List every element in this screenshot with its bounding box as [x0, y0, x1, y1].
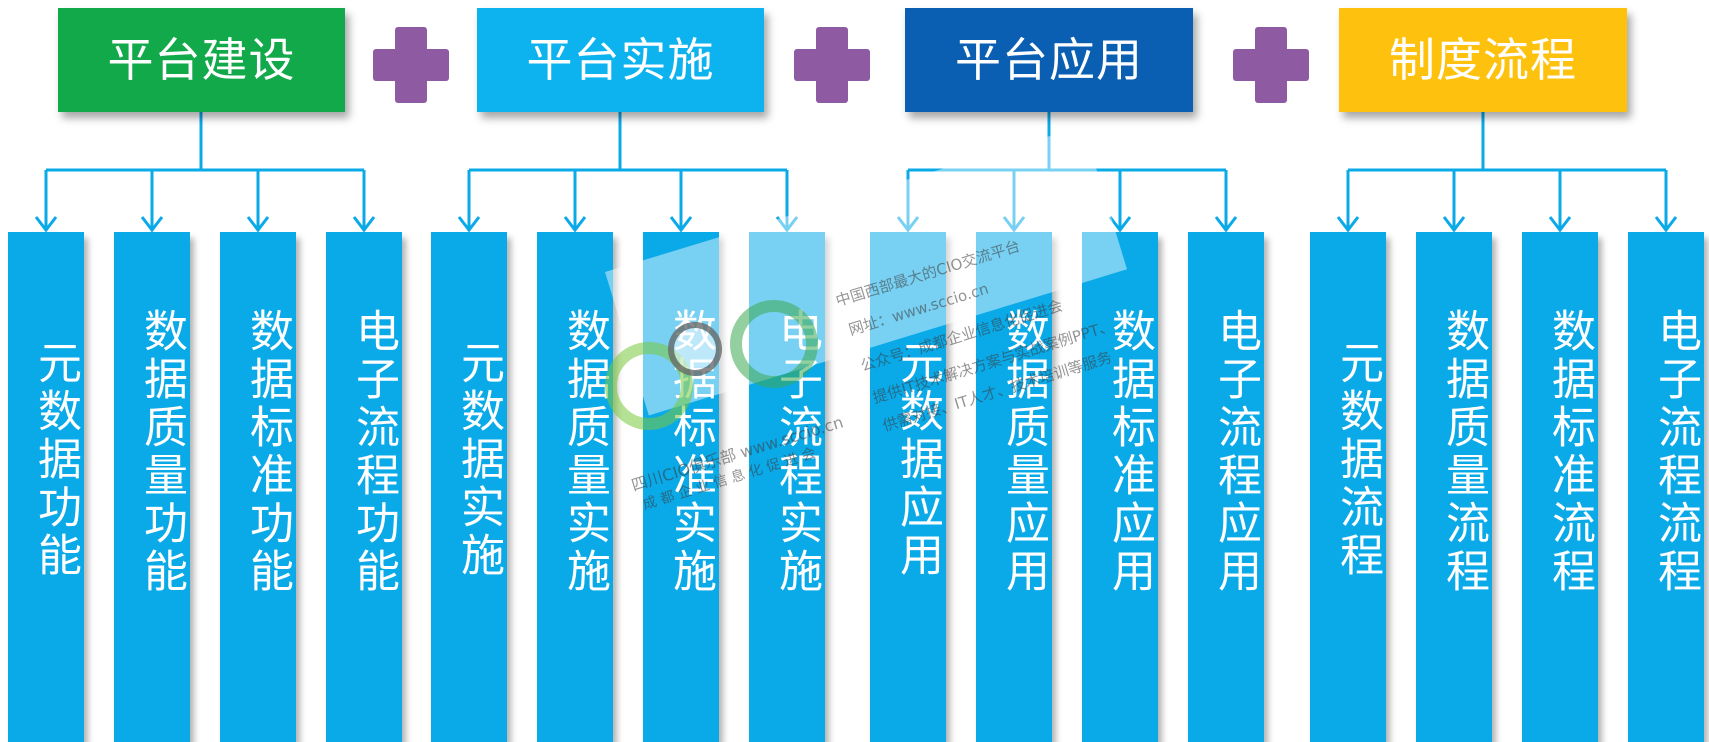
item-data-standard-process: 数据标准流程 [1522, 232, 1598, 742]
item-label: 数据标准功能 [242, 308, 293, 596]
item-label: 数据标准流程 [1544, 308, 1595, 596]
item-data-quality-implement: 数据质量实施 [537, 232, 613, 742]
item-metadata-implement: 元数据实施 [431, 232, 507, 742]
item-label: 元数据功能 [30, 340, 81, 580]
arrow-down-icon [1442, 216, 1466, 233]
arrow-down-icon [1002, 216, 1026, 233]
item-label: 数据质量流程 [1438, 308, 1489, 596]
item-label: 元数据应用 [892, 340, 943, 580]
item-e-process-process: 电子流程流程 [1628, 232, 1704, 742]
arrow-down-icon [457, 216, 481, 233]
item-metadata-function: 元数据功能 [8, 232, 84, 742]
item-label: 数据质量应用 [998, 308, 1049, 596]
item-label: 电子流程应用 [1210, 308, 1261, 596]
arrow-down-icon [896, 216, 920, 233]
watermark-panda-icon [668, 322, 722, 376]
arrow-down-icon [246, 216, 270, 233]
arrow-down-icon [669, 216, 693, 233]
arrow-down-icon [1548, 216, 1572, 233]
watermark-logo-right-ring-icon [730, 300, 818, 388]
item-data-quality-apply: 数据质量应用 [976, 232, 1052, 742]
plus-icon [373, 27, 449, 103]
arrow-down-icon [1108, 216, 1132, 233]
arrow-down-icon [140, 216, 164, 233]
arrow-down-icon [1214, 216, 1238, 233]
header-platform-apply: 平台应用 [905, 8, 1193, 112]
item-data-quality-process: 数据质量流程 [1416, 232, 1492, 742]
header-platform-implement: 平台实施 [477, 8, 764, 112]
arrow-down-icon [352, 216, 376, 233]
item-label: 电子流程流程 [1650, 308, 1701, 596]
item-data-standard-function: 数据标准功能 [220, 232, 296, 742]
item-data-quality-function: 数据质量功能 [114, 232, 190, 742]
item-label: 数据标准应用 [1104, 308, 1155, 596]
item-label: 数据质量实施 [559, 308, 610, 596]
item-e-process-apply: 电子流程应用 [1188, 232, 1264, 742]
header-platform-build: 平台建设 [58, 8, 345, 112]
item-metadata-apply: 元数据应用 [870, 232, 946, 742]
item-label: 元数据流程 [1332, 340, 1383, 580]
item-label: 电子流程功能 [348, 308, 399, 596]
arrow-down-icon [775, 216, 799, 233]
arrow-down-icon [563, 216, 587, 233]
arrow-down-icon [1654, 216, 1678, 233]
item-label: 元数据实施 [453, 340, 504, 580]
arrow-down-icon [1336, 216, 1360, 233]
item-label: 数据质量功能 [136, 308, 187, 596]
header-process: 制度流程 [1339, 8, 1627, 112]
plus-icon [1233, 27, 1309, 103]
arrow-down-icon [34, 216, 58, 233]
plus-icon [794, 27, 870, 103]
item-data-standard-apply: 数据标准应用 [1082, 232, 1158, 742]
item-metadata-process: 元数据流程 [1310, 232, 1386, 742]
item-e-process-function: 电子流程功能 [326, 232, 402, 742]
